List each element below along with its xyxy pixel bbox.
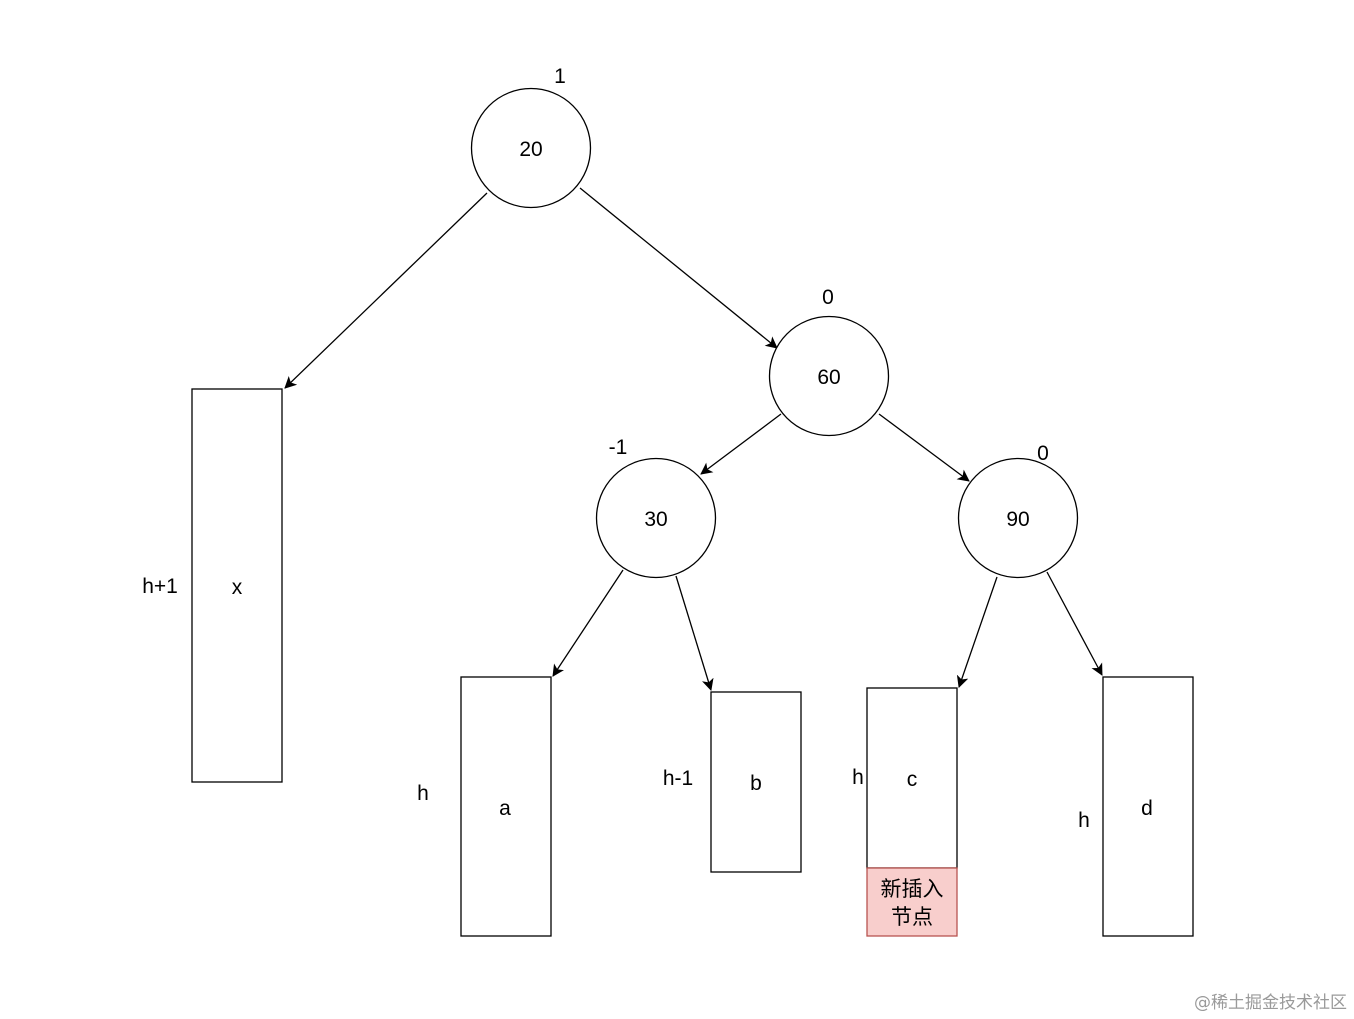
subtree-label: c <box>907 768 918 791</box>
subtree-d: d h <box>1078 676 1194 937</box>
new-node-label-line1: 新插入 <box>881 877 944 901</box>
tree-node-30: 30 -1 <box>595 436 717 579</box>
balance-factor: 1 <box>554 65 566 88</box>
subtree-box <box>460 676 552 937</box>
subtree-b: b h-1 <box>663 691 802 873</box>
subtree-a: a h <box>417 676 552 937</box>
subtree-height: h+1 <box>142 575 178 598</box>
node-circle <box>470 87 592 209</box>
node-value: 30 <box>644 508 667 531</box>
node-circle <box>595 457 717 579</box>
subtree-box <box>866 687 958 869</box>
subtree-box <box>710 691 802 873</box>
new-node-box <box>866 867 958 937</box>
node-value: 60 <box>817 366 840 389</box>
subtree-height: h <box>1078 809 1090 832</box>
tree-node-60: 60 0 <box>768 286 890 437</box>
edges <box>284 187 1103 691</box>
edge-90-to-d <box>1046 571 1103 676</box>
watermark: @稀土掘金技术社区 <box>1194 993 1347 1013</box>
subtree-label: b <box>750 772 762 795</box>
node-circle <box>768 315 890 437</box>
tree-node-20: 20 1 <box>470 65 592 209</box>
node-value: 20 <box>519 138 542 161</box>
subtree-box <box>1102 676 1194 937</box>
balance-factor: 0 <box>822 286 834 309</box>
edge-60-to-30 <box>700 413 782 475</box>
new-node-label-line2: 节点 <box>891 905 933 929</box>
tree-node-90: 90 0 <box>957 442 1079 579</box>
edge-30-to-a <box>552 569 624 677</box>
edge-90-to-c <box>956 576 998 688</box>
edge-20-to-60 <box>579 187 778 349</box>
subtree-label: a <box>499 797 511 820</box>
balance-factor: 0 <box>1037 442 1049 465</box>
subtree-label: x <box>232 576 243 599</box>
subtree-height: h-1 <box>663 767 693 790</box>
edge-30-to-b <box>675 575 714 691</box>
edge-20-to-x <box>284 192 488 389</box>
edge-60-to-90 <box>878 413 970 482</box>
subtree-height: h <box>852 766 864 789</box>
balance-factor: -1 <box>609 436 628 459</box>
subtree-height: h <box>417 782 429 805</box>
subtree-x: x h+1 <box>142 388 283 783</box>
subtree-label: d <box>1141 797 1153 820</box>
node-circle <box>957 457 1079 579</box>
node-value: 90 <box>1006 508 1029 531</box>
new-inserted-node: 新插入 节点 <box>866 867 958 937</box>
subtree-box <box>191 388 283 783</box>
subtree-c: c h <box>852 687 958 869</box>
